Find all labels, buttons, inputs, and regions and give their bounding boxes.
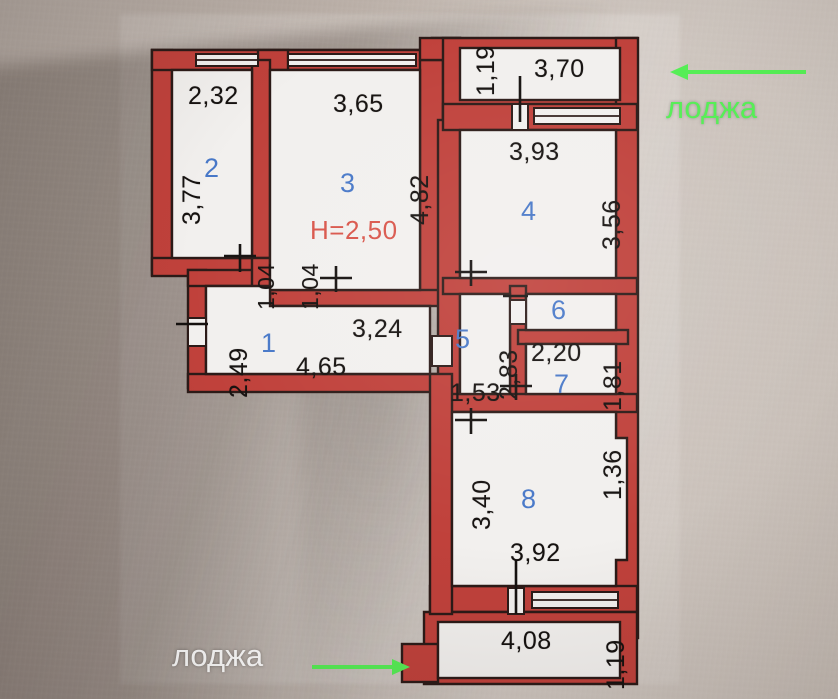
loggia-bottom-arrow-icon [312, 659, 410, 675]
door-room5 [431, 335, 453, 367]
dimension-ticks [176, 76, 532, 614]
room-5-floor [458, 292, 512, 396]
room-3-floor [268, 68, 422, 292]
room-1-floor [204, 284, 432, 376]
room-8-floor [450, 410, 629, 588]
room-6-floor [524, 292, 618, 332]
loggia-bottom-floor [436, 620, 622, 680]
wall-partition-6-7 [516, 328, 630, 346]
wall-room3-bottom [260, 288, 444, 308]
loggia-top-floor [458, 46, 622, 102]
door-room6 [509, 299, 527, 325]
door-entry [187, 317, 207, 347]
room-7-floor [524, 342, 618, 396]
wall-partition-2-3 [250, 58, 272, 274]
loggia-top-arrow-icon [670, 64, 806, 80]
windows [195, 53, 621, 615]
room-2-floor [170, 68, 254, 260]
wall-room1-bottom [186, 372, 452, 394]
wall-left-lower-spine [428, 372, 454, 616]
wall-left-upper [150, 48, 174, 277]
room-interiors [170, 46, 629, 680]
room-4-floor [458, 128, 618, 280]
wall-loggia-bottom-stub [400, 642, 440, 684]
